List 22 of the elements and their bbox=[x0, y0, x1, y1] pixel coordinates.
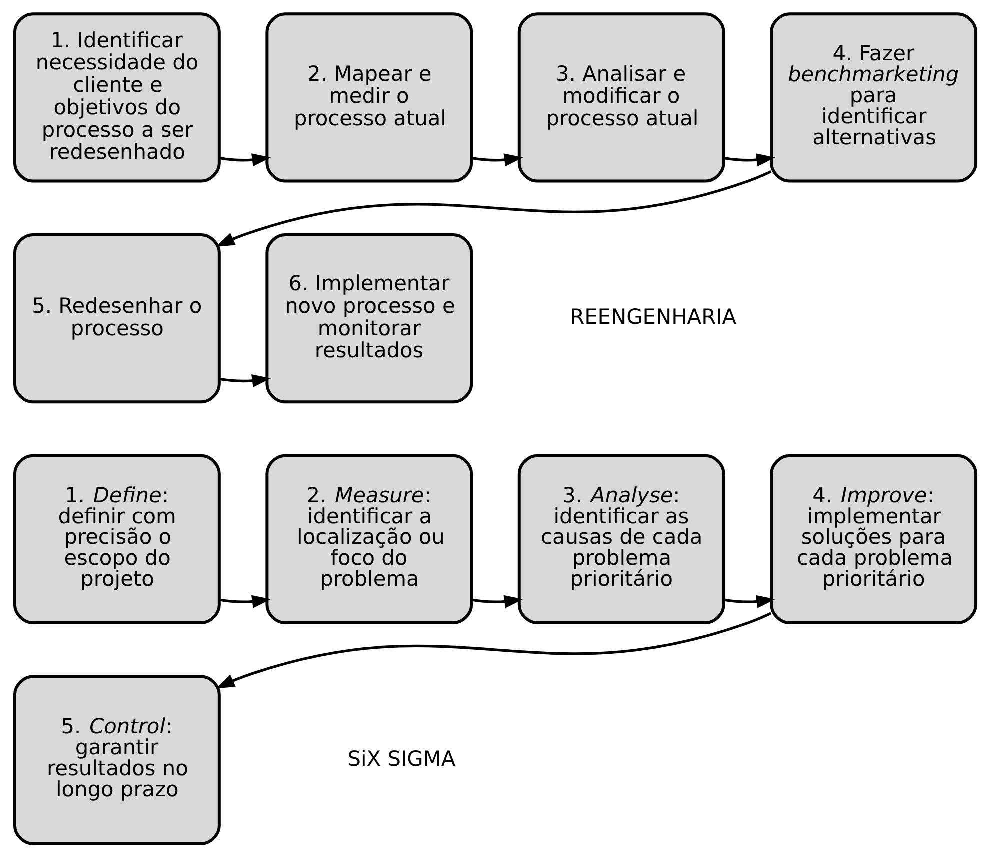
node-box: 5. Control: garantir resultados no longo prazo bbox=[12, 675, 220, 846]
node-box: 3. Analyse: identificar as causas de cada problema prioritário bbox=[517, 454, 725, 624]
node-box: 1. Identificar necessidade do cliente e objetivos do processo a ser redesenhado bbox=[12, 12, 220, 183]
arrow bbox=[218, 595, 271, 608]
arrow bbox=[723, 154, 775, 167]
node-box: 5. Redesenhar o processo bbox=[12, 234, 220, 404]
node-box: 2. Measure: identificar a localização ou foco do problema bbox=[265, 454, 473, 624]
arrow bbox=[471, 595, 523, 608]
arrow bbox=[215, 612, 772, 689]
label: REENGENHARIA bbox=[570, 305, 736, 330]
node-box: 2. Mapear e medir o processo atual bbox=[265, 12, 473, 183]
arrow bbox=[215, 170, 772, 247]
label: SiX SIGMA bbox=[347, 746, 456, 771]
node-box: 4. Improve: implementar soluções para cada problema prioritário bbox=[770, 454, 978, 624]
arrow bbox=[723, 595, 775, 608]
node-box: 6. Implementar novo processo e monitorar resultados bbox=[265, 234, 473, 404]
arrow bbox=[218, 154, 271, 167]
node-box: 4. Fazer benchmarketing para identificar alternativas bbox=[770, 12, 978, 183]
arrow bbox=[218, 374, 271, 388]
node-box: 1. Define: definir com precisão o escopo do projeto bbox=[12, 454, 220, 624]
node-box: 3. Analisar e modificar o processo atual bbox=[517, 12, 725, 183]
arrow bbox=[471, 154, 523, 167]
